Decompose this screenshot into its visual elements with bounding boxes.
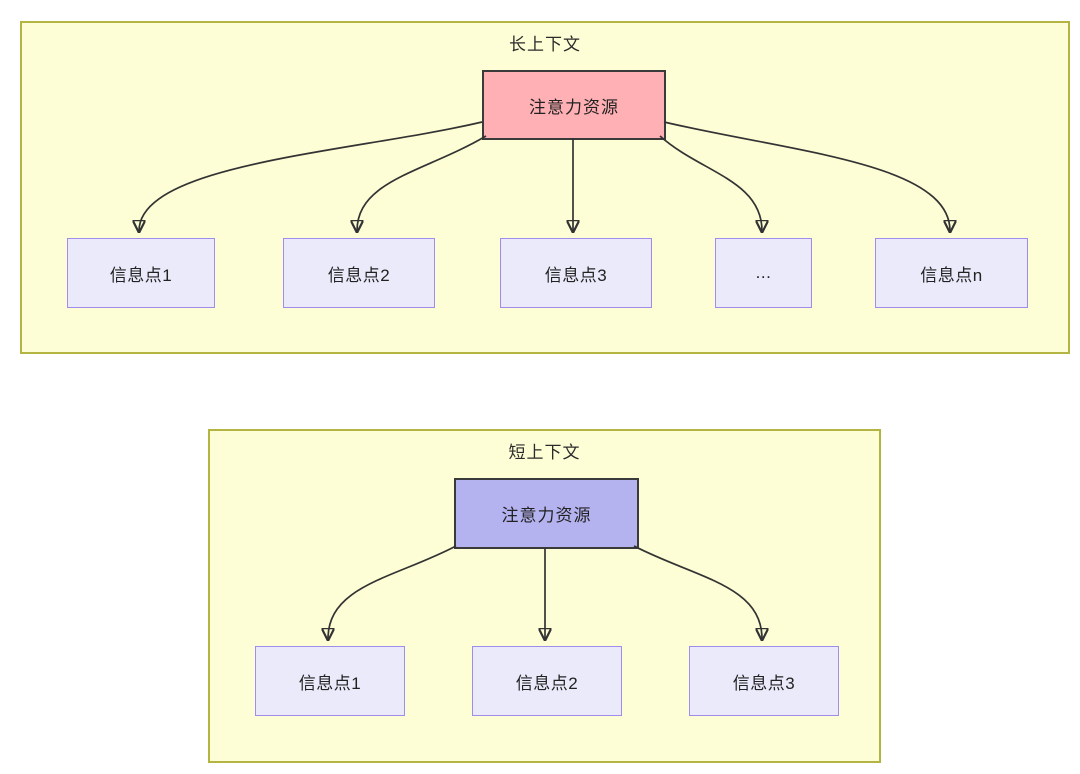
- info-point-box-short-2: 信息点2: [472, 646, 622, 716]
- info-point-box-short-1: 信息点1: [255, 646, 405, 716]
- short-context-title: 短上下文: [508, 443, 581, 462]
- info-point-box-long-ellipsis: ...: [715, 238, 812, 308]
- long-context-title: 长上下文: [509, 35, 581, 54]
- info-point-box-long-3: 信息点3: [500, 238, 652, 308]
- attention-resources-box-long: 注意力资源: [482, 70, 666, 140]
- info-point-box-long-n: 信息点n: [875, 238, 1028, 308]
- info-point-box-long-1: 信息点1: [67, 238, 215, 308]
- attention-resources-box-short: 注意力资源: [454, 478, 639, 549]
- long-context-container: 长上下文 注意力资源 信息点1 信息点2 信息点3 ... 信息点n: [20, 21, 1070, 354]
- short-context-container: 短上下文 注意力资源 信息点1 信息点2 信息点3: [208, 429, 881, 763]
- info-point-box-long-2: 信息点2: [283, 238, 435, 308]
- info-point-box-short-3: 信息点3: [689, 646, 839, 716]
